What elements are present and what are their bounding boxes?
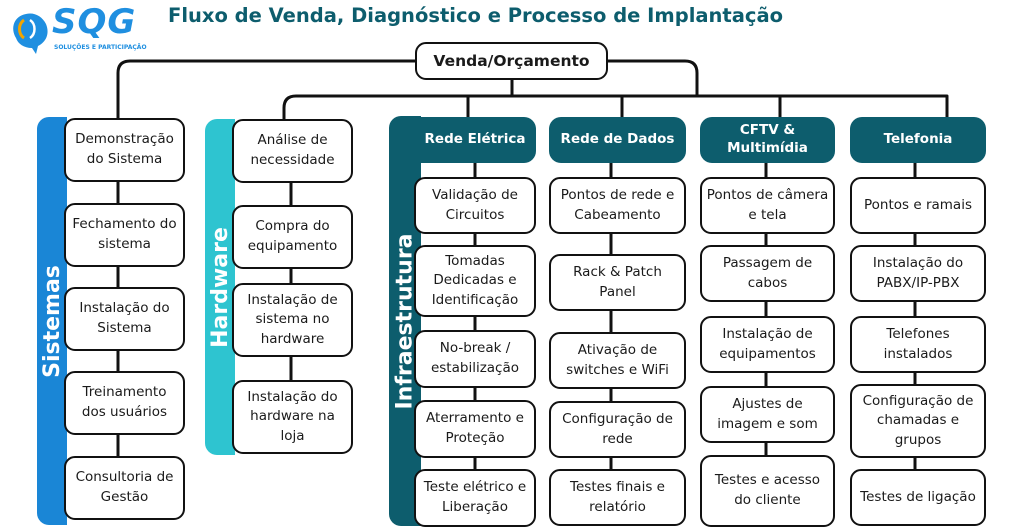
hardware-item-2: Compra do equipamento: [232, 205, 353, 269]
telefonia-item-5: Testes de ligação: [850, 469, 986, 526]
cftv-item-4: Ajustes de imagem e som: [700, 386, 835, 443]
sistemas-item-4: Treinamento dos usuários: [64, 371, 185, 435]
cftv-item-1: Pontos de câmera e tela: [700, 177, 835, 234]
hardware-item-3: Instalação de sistema no hardware: [232, 283, 353, 357]
rede-dados-item-1: Pontos de rede e Cabeamento: [549, 177, 686, 234]
rede-eletrica-item-5: Teste elétrico e Liberação: [414, 469, 536, 527]
rede-eletrica-item-4: Aterramento e Proteção: [414, 400, 536, 458]
rede-eletrica-header: Rede Elétrica: [414, 117, 536, 163]
company-logo: SQG SOLUÇÕES E PARTICIPAÇÃO: [6, 2, 156, 56]
logo-subtitle: SOLUÇÕES E PARTICIPAÇÃO: [54, 44, 147, 51]
telefonia-item-4: Configuração de chamadas e grupos: [850, 384, 986, 458]
rede-dados-item-3: Ativação de switches e WiFi: [549, 332, 686, 389]
sistemas-item-1: Demonstração do Sistema: [64, 118, 185, 182]
telefonia-header: Telefonia: [850, 117, 986, 163]
cftv-item-2: Passagem de cabos: [700, 245, 835, 302]
infraestrutura-bar: Infraestrutura: [389, 116, 421, 526]
telefonia-item-1: Pontos e ramais: [850, 177, 986, 234]
hardware-label: Hardware: [207, 226, 233, 348]
sistemas-label: Sistemas: [39, 264, 65, 378]
telefonia-item-3: Telefones instalados: [850, 316, 986, 373]
hardware-item-4: Instalação do hardware na loja: [232, 380, 353, 454]
page-title: Fluxo de Venda, Diagnóstico e Processo d…: [168, 4, 784, 27]
rede-dados-header: Rede de Dados: [549, 117, 686, 163]
sistemas-bar: Sistemas: [37, 117, 67, 525]
rede-dados-item-2: Rack & Patch Panel: [549, 254, 686, 311]
sistemas-item-2: Fechamento do sistema: [64, 203, 185, 267]
sistemas-item-3: Instalação do Sistema: [64, 287, 185, 351]
hardware-item-1: Análise de necessidade: [232, 119, 353, 183]
rede-eletrica-item-1: Validação de Circuitos: [414, 177, 536, 234]
rede-dados-item-5: Testes finais e relatório: [549, 469, 686, 526]
cftv-header: CFTV & Multimídia: [700, 117, 835, 163]
rede-dados-item-4: Configuração de rede: [549, 401, 686, 458]
rede-eletrica-item-2: Tomadas Dedicadas e Identificação: [414, 245, 536, 317]
rede-eletrica-item-3: No-break / estabilização: [414, 330, 536, 388]
hardware-bar: Hardware: [205, 119, 235, 455]
cftv-item-3: Instalação de equipamentos: [700, 316, 835, 373]
logo-mark-icon: [13, 13, 48, 54]
cftv-item-5: Testes e acesso do cliente: [700, 455, 835, 527]
telefonia-item-2: Instalação do PABX/IP-PBX: [850, 245, 986, 302]
sistemas-item-5: Consultoria de Gestão: [64, 456, 185, 520]
logo-text: SQG: [52, 2, 137, 42]
root-node: Venda/Orçamento: [415, 42, 608, 80]
